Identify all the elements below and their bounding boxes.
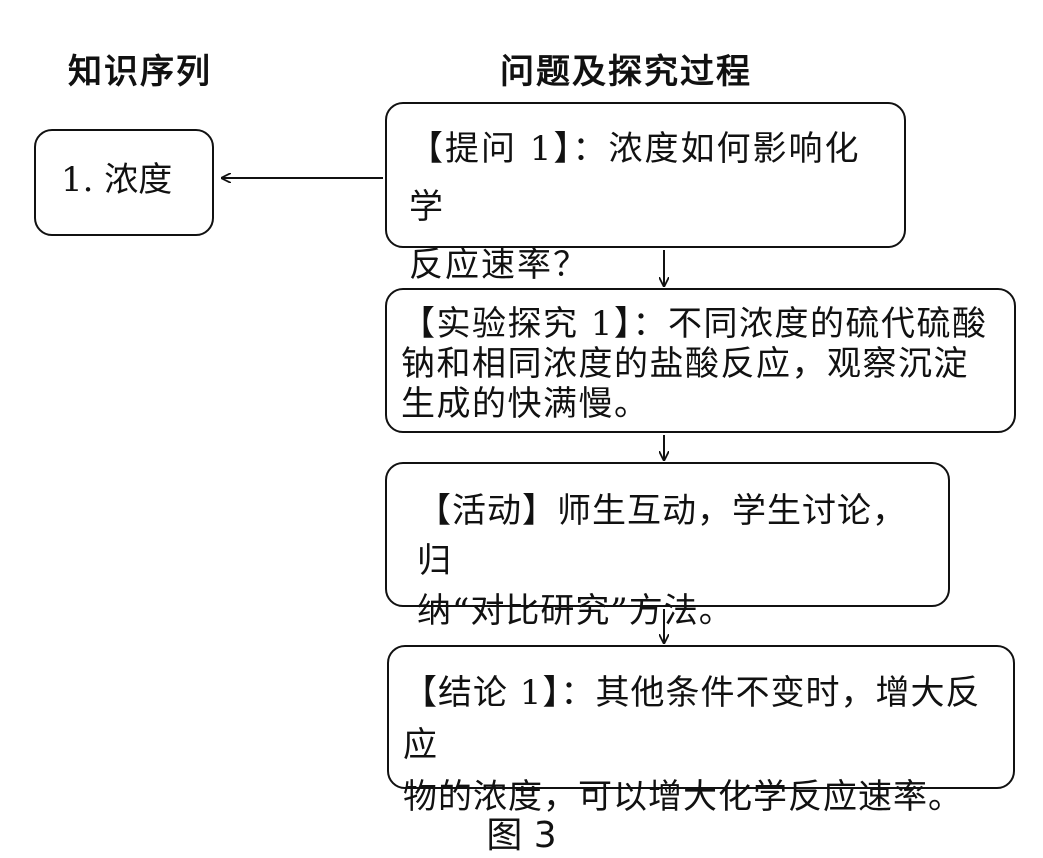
question-1-line-2: 反应速率？ xyxy=(409,245,589,285)
question-1-line-1: 【提问 1】：浓度如何影响化学 xyxy=(409,129,861,227)
knowledge-sequence-heading: 知识序列 xyxy=(68,52,212,92)
concept-box: 1. 浓度 xyxy=(34,129,214,236)
experiment-1-box: 【实验探究 1】：不同浓度的硫代硫酸 钠和相同浓度的盐酸反应，观察沉淀 生成的快… xyxy=(385,288,1016,433)
experiment-1-line-1: 【实验探究 1】：不同浓度的硫代硫酸 xyxy=(401,304,988,344)
figure-caption: 图 3 xyxy=(486,815,557,856)
inquiry-process-heading: 问题及探究过程 xyxy=(500,52,752,92)
question-1-box: 【提问 1】：浓度如何影响化学 反应速率？ xyxy=(385,102,906,285)
conclusion-1-line-1: 【结论 1】：其他条件不变时，增大反应 xyxy=(403,673,981,765)
activity-line-1: 【活动】师生互动，学生讨论，归 xyxy=(417,491,907,581)
experiment-1-line-3: 生成的快满慢。 xyxy=(401,384,650,424)
concept-label: 1. 浓度 xyxy=(61,160,173,200)
activity-box: 【活动】师生互动，学生讨论，归 纳“对比研究”方法。 xyxy=(385,462,950,631)
conclusion-1-line-2: 物的浓度，可以增大化学反应速率。 xyxy=(403,777,963,817)
experiment-1-line-2: 钠和相同浓度的盐酸反应，观察沉淀 xyxy=(401,344,969,384)
conclusion-1-box: 【结论 1】：其他条件不变时，增大反应 物的浓度，可以增大化学反应速率。 xyxy=(387,645,1015,817)
activity-line-2: 纳“对比研究”方法。 xyxy=(417,591,734,631)
